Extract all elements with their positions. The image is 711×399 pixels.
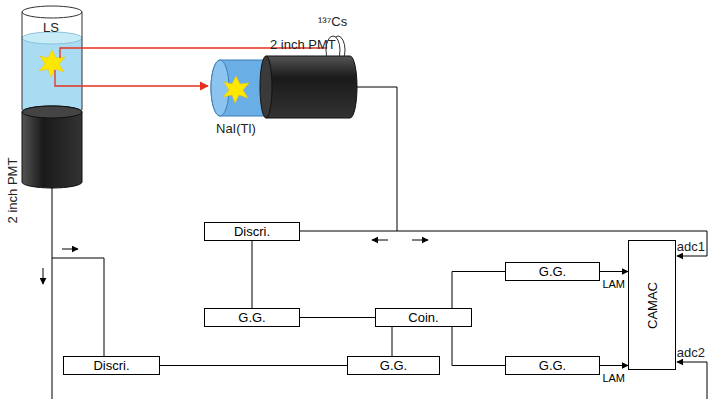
ls-vessel xyxy=(22,6,82,116)
signal-connector xyxy=(452,272,505,309)
signal-wire xyxy=(52,87,707,399)
vessel-label: LS xyxy=(43,20,59,35)
direction-arrow xyxy=(43,240,428,284)
signal-connector xyxy=(452,327,505,366)
signal-connector xyxy=(252,241,253,308)
pmt-label: 2 inch PMT xyxy=(6,157,21,223)
signal-connector xyxy=(600,271,628,272)
pmt-tube xyxy=(22,106,82,188)
gate-generator-box: G.G. xyxy=(505,356,600,375)
pmt-label: 2 inch PMT xyxy=(270,37,336,52)
box-label: G.G. xyxy=(539,358,566,373)
box-label: Discri. xyxy=(234,224,270,239)
signal-connector xyxy=(600,365,628,366)
adc-label: adc2 xyxy=(677,345,705,360)
crystal-label: NaI(Tl) xyxy=(216,121,256,136)
discriminator-box: Discri. xyxy=(63,356,160,375)
signal-label: LAM xyxy=(601,278,626,290)
gate-generator-box: G.G. xyxy=(204,308,300,327)
adc-label: adc1 xyxy=(677,239,705,254)
discriminator-box: Discri. xyxy=(204,222,300,241)
nai-detector xyxy=(211,56,357,118)
source-label: ¹³⁷Cs xyxy=(318,14,347,29)
box-label: Coin. xyxy=(408,310,438,325)
signal-connector xyxy=(392,327,393,356)
gate-generator-box: G.G. xyxy=(347,356,440,375)
signal-connector xyxy=(160,365,347,366)
signal-connector xyxy=(300,317,375,318)
camac-crate: CAMAC xyxy=(628,240,676,370)
box-label: Discri. xyxy=(93,358,129,373)
gamma-path xyxy=(55,70,208,86)
coincidence-box: Coin. xyxy=(375,308,472,327)
gate-generator-box: G.G. xyxy=(505,262,600,281)
box-label: G.G. xyxy=(539,264,566,279)
signal-label: LAM xyxy=(601,372,626,384)
box-label: G.G. xyxy=(238,310,265,325)
box-label: CAMAC xyxy=(645,282,660,329)
box-label: G.G. xyxy=(380,358,407,373)
